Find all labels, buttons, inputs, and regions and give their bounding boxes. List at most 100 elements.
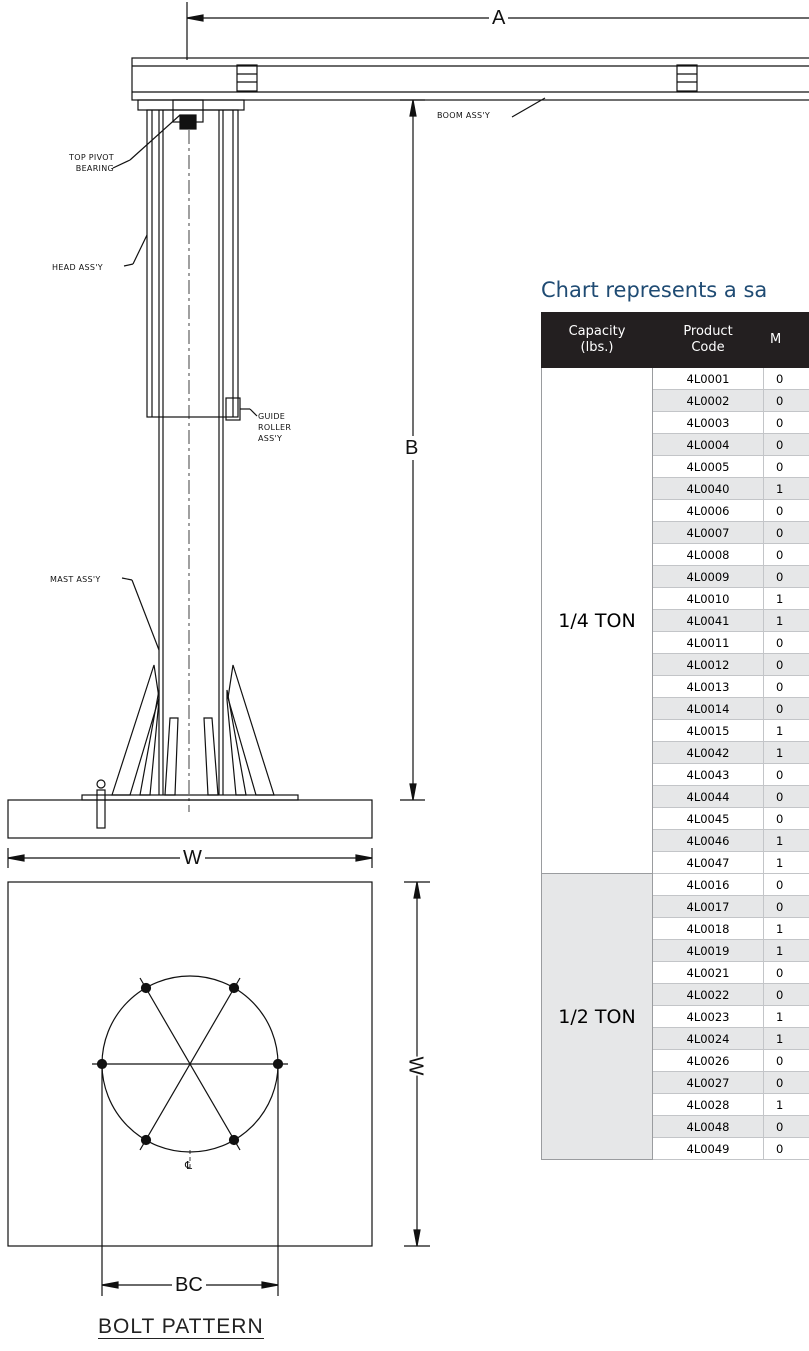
value-cell: 0 [763, 367, 809, 390]
dimension-a-label: A [489, 8, 509, 28]
value-cell: 0 [763, 411, 809, 434]
value-cell: 1 [763, 741, 809, 764]
value-cell: 0 [763, 1115, 809, 1138]
value-cell: 1 [763, 477, 809, 500]
gusset-outer-right [227, 664, 275, 796]
value-cell: 0 [763, 961, 809, 984]
boom-assy-callout: BOOM ASS'Y [437, 111, 491, 120]
value-cell: 0 [763, 807, 809, 830]
gusset-inner-right [226, 689, 247, 796]
product-code-cell: 4L0007 [652, 521, 764, 544]
value-cell: 0 [763, 653, 809, 676]
value-cell: 0 [763, 455, 809, 478]
header-capacity: Capacity (lbs.) [541, 312, 653, 368]
value-cell: 0 [763, 873, 809, 896]
product-code-cell: 4L0009 [652, 565, 764, 588]
value-cell: 0 [763, 1049, 809, 1072]
value-cell: 0 [763, 895, 809, 918]
product-code-cell: 4L0043 [652, 763, 764, 786]
product-code-cell: 4L0048 [652, 1115, 764, 1138]
centerline-mark: ℄ [185, 1159, 193, 1172]
product-code-cell: 4L0023 [652, 1005, 764, 1028]
value-cell: 1 [763, 851, 809, 874]
foundation [7, 799, 373, 839]
product-code-cell: 4L0045 [652, 807, 764, 830]
top-pivot-bearing-callout: TOP PIVOT BEARING [69, 153, 114, 173]
product-code-cell: 4L0014 [652, 697, 764, 720]
boom-bolt-right [676, 64, 698, 92]
product-code-cell: 4L0015 [652, 719, 764, 742]
value-cell: 1 [763, 829, 809, 852]
product-code-cell: 4L0042 [652, 741, 764, 764]
foundation-plan [7, 881, 373, 1247]
product-code-cell: 4L0006 [652, 499, 764, 522]
product-code-cell: 4L0047 [652, 851, 764, 874]
value-cell: 1 [763, 1005, 809, 1028]
head-top-plate [137, 99, 245, 111]
bolt-pattern-title: BOLT PATTERN [98, 1315, 264, 1339]
value-cell: 0 [763, 1071, 809, 1094]
value-cell: 0 [763, 763, 809, 786]
guide-roller-callout: GUIDE ROLLER ASS'Y [258, 412, 292, 443]
product-code-cell: 4L0016 [652, 873, 764, 896]
product-code-cell: 4L0017 [652, 895, 764, 918]
product-code-cell: 4L0010 [652, 587, 764, 610]
bolt-hole [228, 982, 240, 994]
bolt-hole [96, 1058, 108, 1070]
product-code-cell: 4L0021 [652, 961, 764, 984]
value-cell: 0 [763, 543, 809, 566]
value-cell: 1 [763, 1027, 809, 1050]
value-cell: 0 [763, 675, 809, 698]
value-cell: 1 [763, 719, 809, 742]
value-cell: 0 [763, 1137, 809, 1160]
product-code-cell: 4L0001 [652, 367, 764, 390]
capacity-cell: 1/2 TON [541, 873, 653, 1160]
value-cell: 1 [763, 609, 809, 632]
base-plate [81, 794, 299, 801]
product-code-cell: 4L0049 [652, 1137, 764, 1160]
boom-bolt-left [236, 64, 258, 92]
head-assembly [146, 109, 239, 418]
head-assy-callout: HEAD ASS'Y [52, 263, 103, 272]
value-cell: 1 [763, 917, 809, 940]
product-code-cell: 4L0041 [652, 609, 764, 632]
anchor-bolt [96, 789, 106, 829]
product-code-cell: 4L0046 [652, 829, 764, 852]
product-code-cell: 4L0022 [652, 983, 764, 1006]
value-cell: 0 [763, 521, 809, 544]
value-cell: 0 [763, 433, 809, 456]
capacity-cell: 1/4 TON [541, 367, 653, 874]
value-cell: 0 [763, 697, 809, 720]
product-code-cell: 4L0011 [652, 631, 764, 654]
product-code-cell: 4L0044 [652, 785, 764, 808]
product-code-cell: 4L0027 [652, 1071, 764, 1094]
dimension-w-label: W [180, 848, 205, 868]
bolt-hole [228, 1134, 240, 1146]
value-cell: 1 [763, 1093, 809, 1116]
value-cell: 1 [763, 939, 809, 962]
value-cell: 0 [763, 565, 809, 588]
product-code-cell: 4L0013 [652, 675, 764, 698]
dimension-bc-label: BC [172, 1275, 206, 1295]
bolt-hole [272, 1058, 284, 1070]
product-code-cell: 4L0004 [652, 433, 764, 456]
bolt-hole [140, 1134, 152, 1146]
product-code-cell: 4L0003 [652, 411, 764, 434]
dimension-w-side-label: W [403, 1056, 428, 1076]
